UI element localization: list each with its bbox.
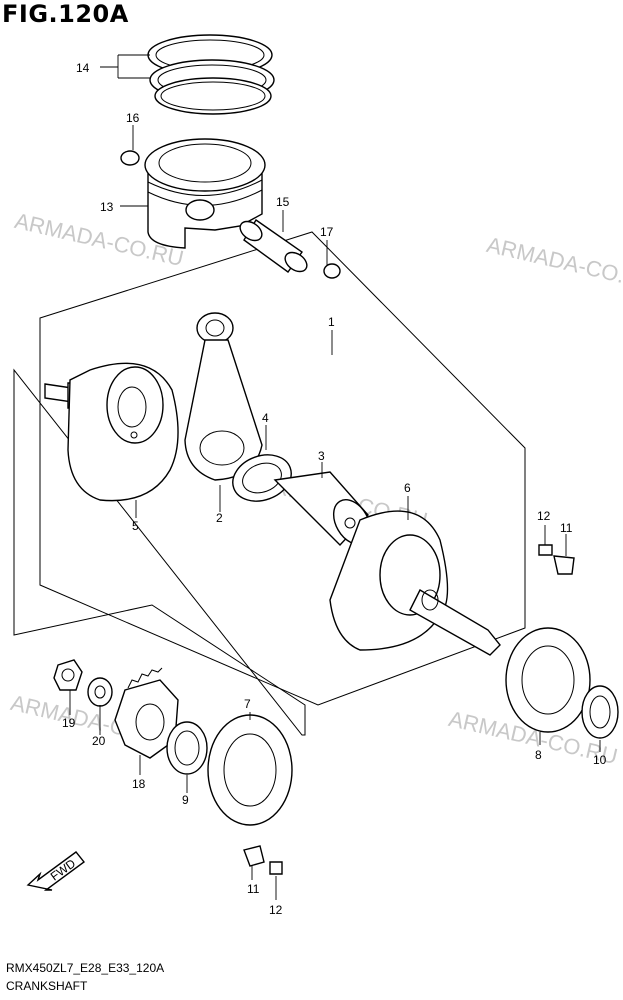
figure-title: FIG.120A bbox=[2, 0, 129, 28]
callout-4: 4 bbox=[262, 411, 269, 425]
washer bbox=[87, 677, 113, 707]
fwd-arrow-icon: FWD bbox=[26, 851, 86, 891]
callout-2: 2 bbox=[216, 511, 223, 525]
oil-seal bbox=[581, 685, 619, 739]
callout-12: 12 bbox=[269, 903, 283, 917]
callout-5: 5 bbox=[132, 519, 139, 533]
crankpin bbox=[273, 471, 372, 547]
oil-seal bbox=[166, 721, 208, 775]
crankshaft-bearing-left bbox=[207, 714, 293, 826]
callout-12: 12 bbox=[537, 509, 551, 523]
piston-pin-circlip bbox=[323, 263, 341, 279]
callout-6: 6 bbox=[404, 481, 411, 495]
callout-3: 3 bbox=[318, 449, 325, 463]
callout-19: 19 bbox=[62, 716, 76, 730]
callout-14: 14 bbox=[76, 61, 90, 75]
callout-16: 16 bbox=[126, 111, 140, 125]
primary-drive-gear bbox=[114, 667, 179, 759]
connecting-rod bbox=[184, 312, 263, 481]
bolt-washer-lower bbox=[243, 845, 283, 875]
nut bbox=[53, 659, 83, 691]
callout-8: 8 bbox=[535, 748, 542, 762]
piston bbox=[144, 138, 266, 249]
piston-ring-set bbox=[147, 34, 275, 115]
callout-13: 13 bbox=[100, 200, 114, 214]
callout-11: 11 bbox=[247, 882, 260, 896]
callout-7: 7 bbox=[244, 697, 251, 711]
model-code: RMX450ZL7_E28_E33_120A bbox=[6, 961, 165, 975]
callout-10: 10 bbox=[593, 753, 607, 767]
callout-18: 18 bbox=[132, 777, 146, 791]
callout-15: 15 bbox=[276, 195, 290, 209]
crankshaft-right bbox=[329, 510, 501, 656]
crankshaft-left bbox=[44, 362, 179, 502]
lower-group-outline bbox=[13, 368, 306, 736]
callout-17: 17 bbox=[320, 225, 334, 239]
crankshaft-assembly-outline bbox=[39, 231, 526, 706]
piston-pin bbox=[239, 218, 308, 273]
callout-20: 20 bbox=[92, 734, 106, 748]
piston-pin-circlip bbox=[120, 150, 140, 166]
crankshaft-bearing-right bbox=[505, 627, 591, 733]
figure-caption: CRANKSHAFT bbox=[6, 979, 88, 993]
leader-lines bbox=[69, 54, 601, 900]
callout-11: 11 bbox=[560, 521, 573, 535]
crankpin-bearing bbox=[232, 454, 292, 502]
callout-9: 9 bbox=[182, 793, 189, 807]
callout-labels: 14 16 13 15 17 1 4 3 6 5 2 12 11 19 20 1… bbox=[62, 61, 607, 917]
bolt-washer-upper bbox=[538, 544, 575, 575]
callout-1: 1 bbox=[328, 315, 335, 329]
